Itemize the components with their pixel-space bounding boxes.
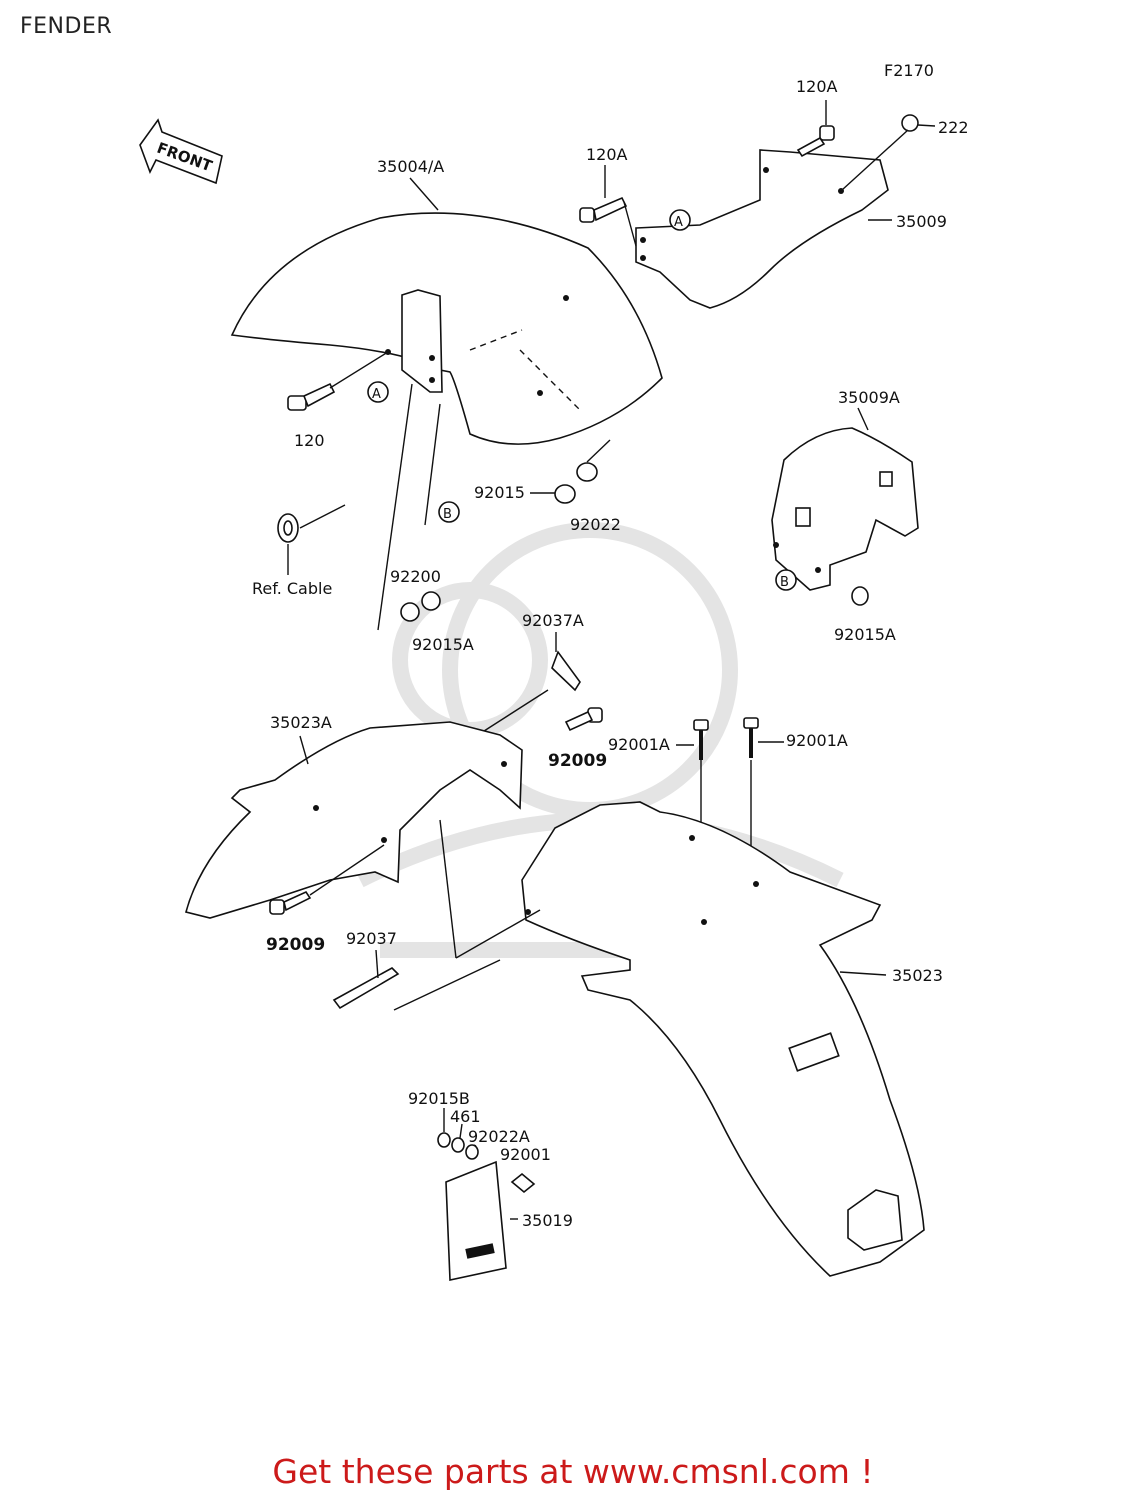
callout-92037: 92037 (346, 929, 397, 948)
clamp-92037A (551, 650, 581, 692)
callout-222: 222 (938, 118, 969, 137)
washer-92200 (400, 591, 441, 622)
figure-code: F2170 (884, 61, 934, 80)
bolt-92001A (693, 717, 759, 760)
bolt-92009 (269, 707, 603, 915)
front-arrow-icon: FRONT (139, 118, 223, 185)
cover-35009A (771, 427, 919, 591)
marker-a: A (372, 387, 381, 402)
reflector-35019 (445, 1160, 507, 1281)
callout-92001A-left: 92001A (608, 735, 670, 754)
cable-guide (277, 513, 299, 543)
footer-promo-text: Get these parts at www.cmsnl.com ! (272, 1452, 874, 1491)
front-fender (230, 212, 663, 445)
callout-92015: 92015 (474, 483, 525, 502)
callout-35023A: 35023A (270, 713, 332, 732)
ref-cable-label: Ref. Cable (252, 579, 332, 598)
page-title: FENDER (20, 14, 113, 39)
callout-92022: 92022 (570, 515, 621, 534)
callout-35009: 35009 (896, 212, 947, 231)
nut-92015 (554, 462, 598, 504)
marker-a2: A (674, 215, 683, 230)
callout-92022A: 92022A (468, 1127, 530, 1146)
callout-92037A: 92037A (522, 611, 584, 630)
callout-461: 461 (450, 1107, 481, 1126)
bolt-120A (579, 114, 919, 223)
callout-120A: 120A (586, 145, 628, 164)
callout-92015A-left: 92015A (412, 635, 474, 654)
callout-92001: 92001 (500, 1145, 551, 1164)
callout-35019: 35019 (522, 1211, 573, 1230)
callout-92015A-right: 92015A (834, 625, 896, 644)
callout-35004A: 35004/A (377, 157, 444, 176)
callout-35009A: 35009A (838, 388, 900, 407)
callout-92015B: 92015B (408, 1089, 470, 1108)
marker-b2: B (780, 575, 789, 590)
callout-120A-top: 120A (796, 77, 838, 96)
callout-92200: 92200 (390, 567, 441, 586)
callout-35023: 35023 (892, 966, 943, 985)
rear-fender-35023 (521, 801, 925, 1277)
fastener-set (437, 1132, 536, 1194)
callout-92009-bottom: 92009 (266, 935, 325, 955)
callout-120: 120 (294, 431, 325, 450)
marker-b: B (443, 507, 452, 522)
callout-92001A-right: 92001A (786, 731, 848, 750)
bracket-35009 (635, 149, 889, 309)
bolt-120 (287, 382, 336, 411)
callout-92009-top: 92009 (548, 751, 607, 771)
strap-92037 (332, 967, 400, 1010)
inner-fender-35023A (185, 721, 523, 919)
